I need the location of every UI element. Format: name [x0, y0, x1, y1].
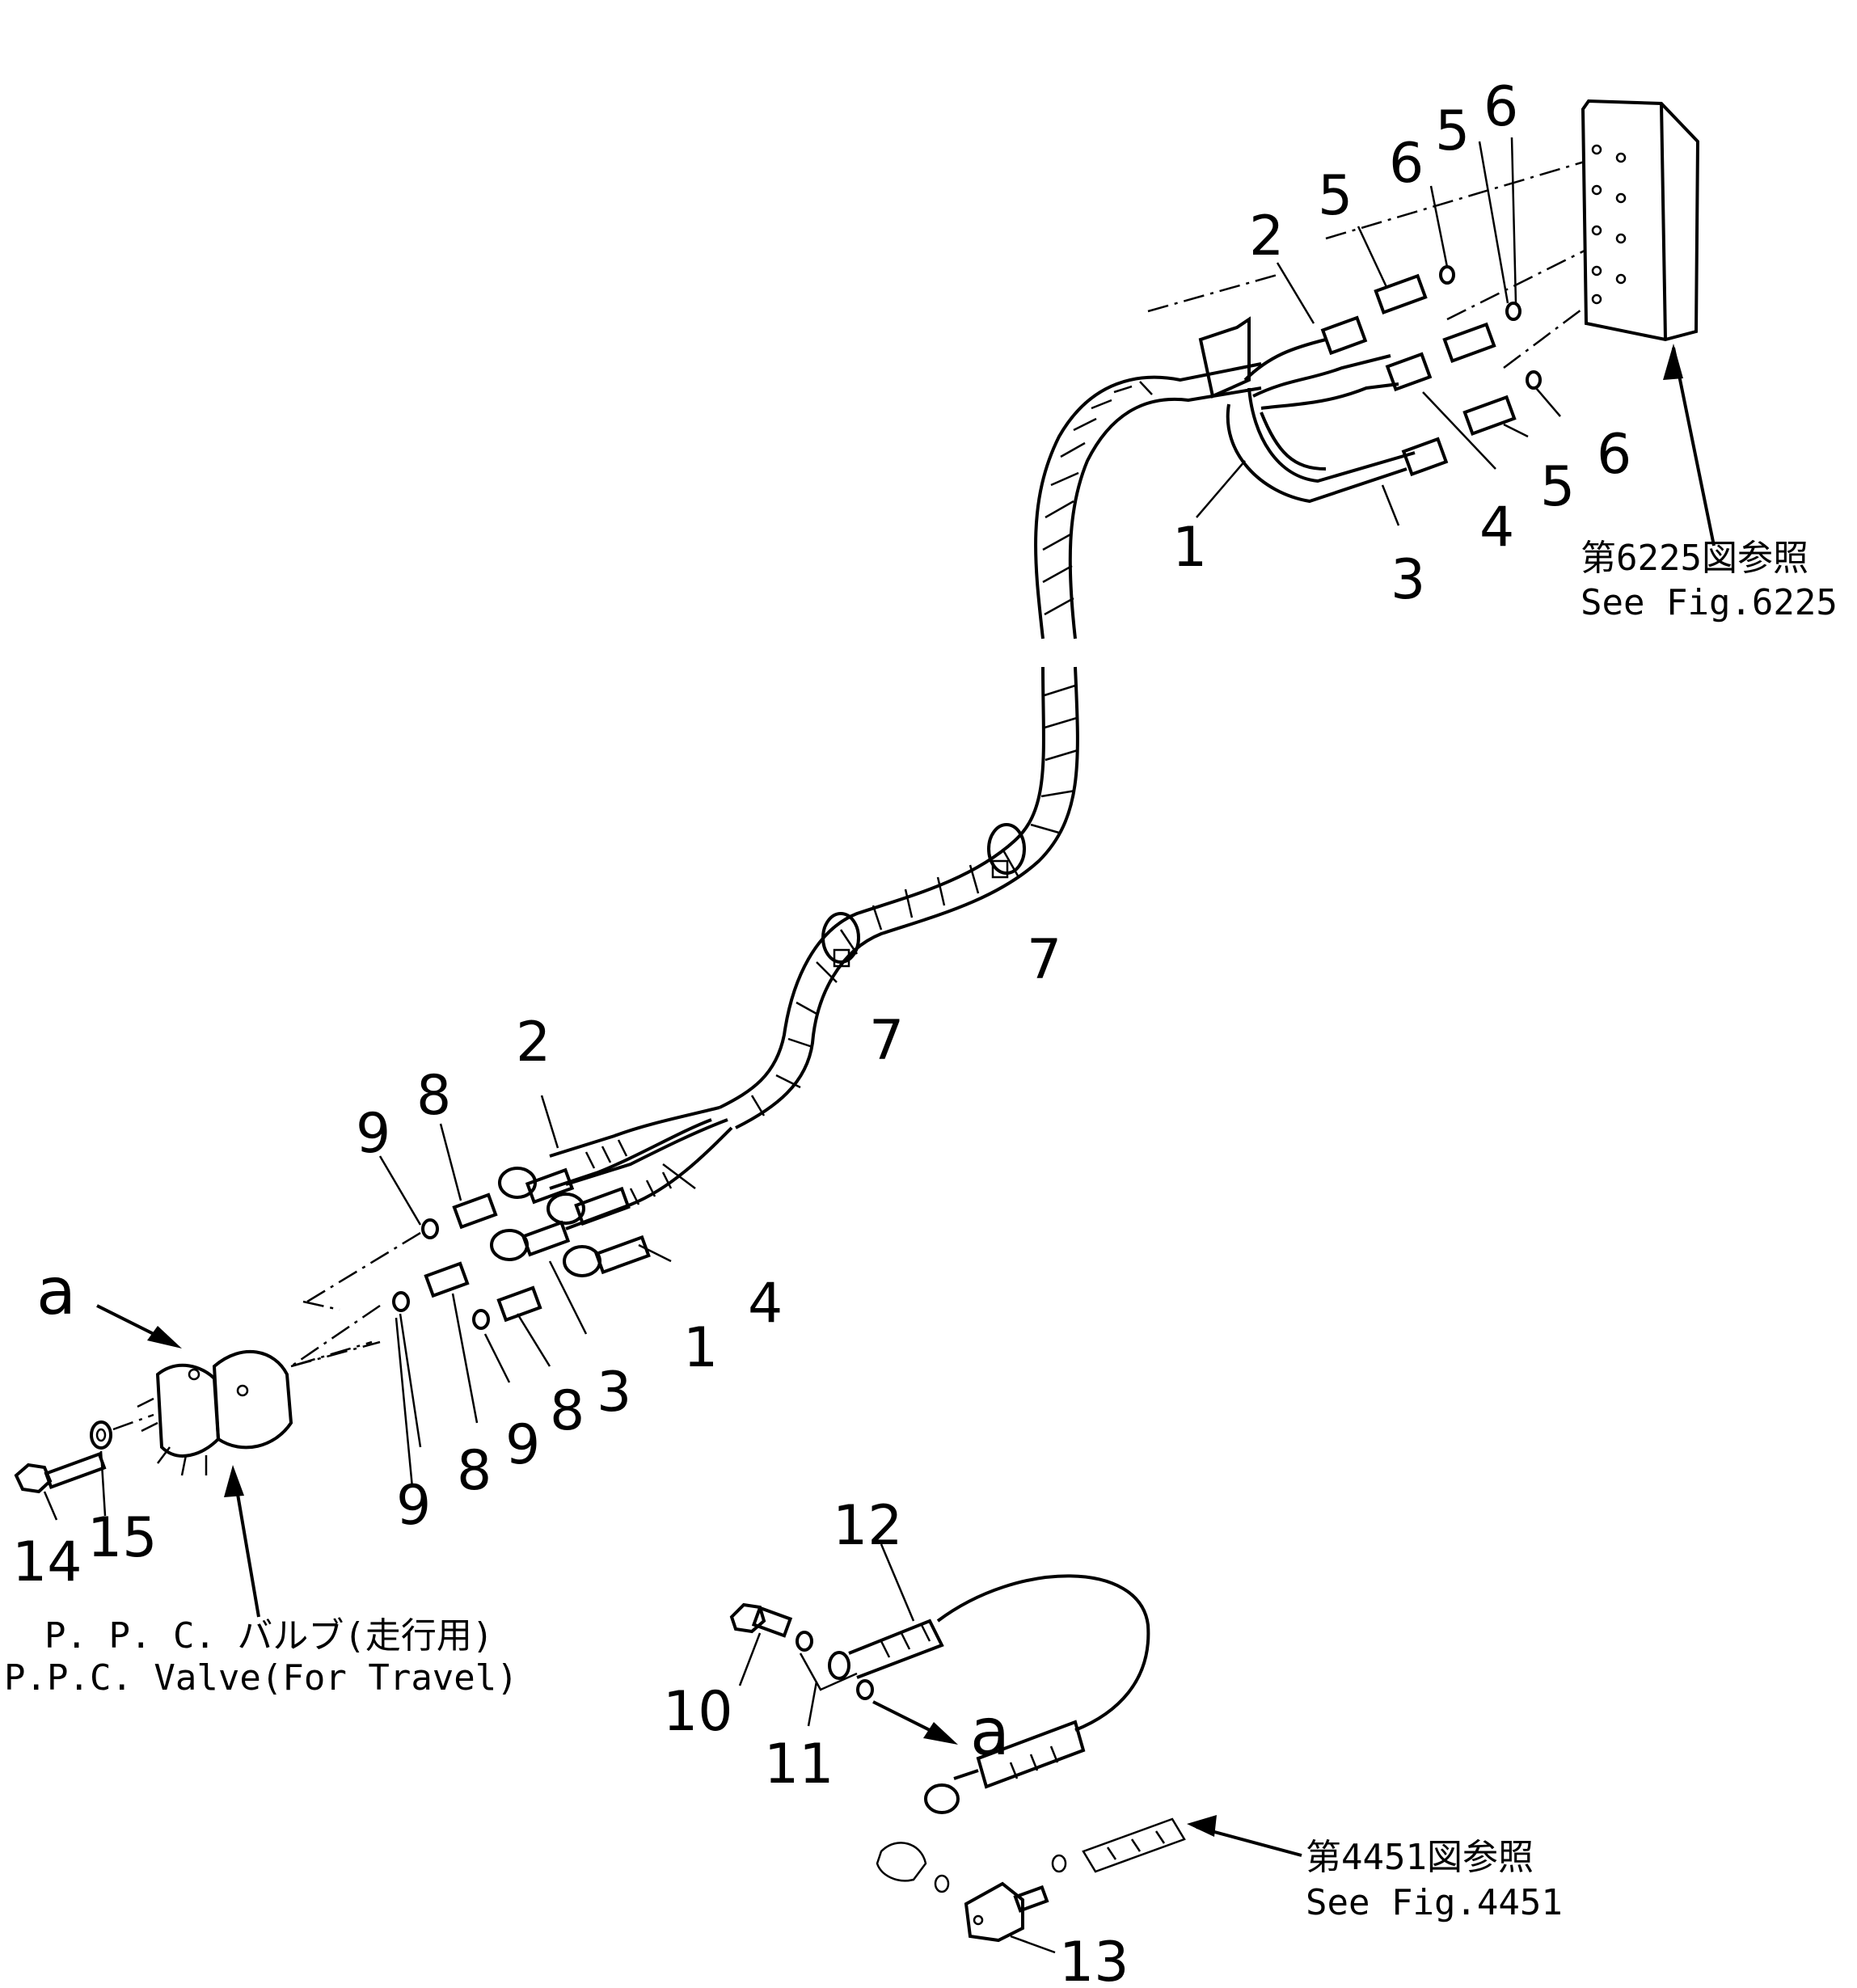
unions-bottom	[392, 1192, 542, 1330]
part-number-3-top: 3	[1391, 548, 1425, 612]
part-number-8-c: 8	[457, 1439, 492, 1503]
part-number-4-top: 4	[1479, 496, 1514, 559]
ref-fig6225-en: See Fig.6225	[1581, 582, 1838, 623]
hose-bundle-upper	[1034, 362, 1262, 639]
part-number-13: 13	[1059, 1931, 1129, 1988]
part-number-9-a: 9	[356, 1102, 390, 1166]
hose-bundle-middle	[719, 666, 1079, 1129]
leader-ppc	[233, 1475, 260, 1618]
marker-a-bottom: a	[970, 1695, 1010, 1770]
part-number-3-bottom: 3	[597, 1361, 631, 1425]
part-number-6-top-b: 6	[1483, 75, 1518, 139]
arrowhead-a-bottom	[923, 1722, 958, 1745]
part-number-1-bottom: 1	[683, 1316, 718, 1380]
part-number-5-top-a: 5	[1318, 164, 1353, 228]
arrowhead-fig6225	[1663, 344, 1683, 380]
part-number-7-b: 7	[869, 1009, 904, 1073]
part-number-7-a: 7	[1027, 928, 1061, 992]
part-number-10: 10	[663, 1680, 733, 1744]
leaders-bottom	[43, 1095, 696, 1521]
part-number-6-top-a: 6	[1389, 132, 1424, 196]
hose-ends-lower	[490, 1106, 733, 1277]
bolt-and-washer	[14, 1413, 154, 1494]
leaders-top	[1196, 137, 1561, 526]
arrowhead-a-left	[147, 1326, 182, 1349]
hose-ends-upper	[1198, 315, 1449, 504]
part-number-8-b: 8	[550, 1379, 585, 1443]
part-number-14: 14	[12, 1530, 82, 1594]
part-number-11: 11	[764, 1733, 834, 1796]
part-number-2-top: 2	[1249, 205, 1284, 268]
ref-fig4451-jp: 第4451図参照	[1306, 1837, 1534, 1878]
part-number-12: 12	[833, 1494, 903, 1558]
part-number-1-top: 1	[1172, 516, 1207, 580]
bottom-assembly	[729, 1574, 1186, 1943]
marker-a-left: a	[36, 1254, 76, 1329]
ppc-valve	[137, 1350, 293, 1476]
ref-fig6225-jp: 第6225図参照	[1581, 538, 1808, 579]
part-number-9-c: 9	[396, 1474, 431, 1538]
part-number-5-top-b: 5	[1435, 99, 1470, 163]
ref-fig4451-en: See Fig.4451	[1306, 1882, 1563, 1923]
part-number-8-a: 8	[416, 1064, 451, 1128]
arrowhead-fig4451	[1187, 1815, 1217, 1837]
ppc-valve-label-en: P.P.C. Valve(For Travel)	[4, 1657, 518, 1699]
leader-fig6225	[1672, 347, 1716, 547]
part-number-2-bottom: 2	[516, 1011, 551, 1074]
leaders-assembly	[738, 1543, 1056, 1954]
manifold-block	[1581, 99, 1700, 342]
part-number-6-top-c: 6	[1597, 423, 1631, 487]
arrowhead-ppc	[224, 1465, 244, 1497]
ppc-valve-label-jp: P. P. C. バルブ(走行用)	[44, 1615, 493, 1657]
part-number-4-bottom: 4	[748, 1272, 783, 1336]
part-number-5-top-c: 5	[1540, 455, 1575, 519]
part-number-15: 15	[87, 1506, 158, 1570]
part-number-9-b: 9	[505, 1413, 540, 1477]
